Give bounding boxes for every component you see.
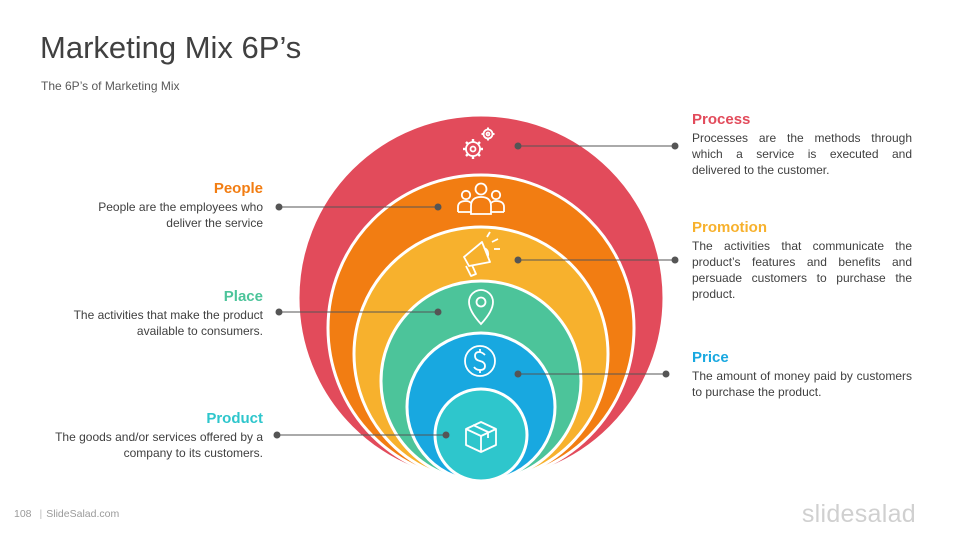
label-people: People People are the employees who deli… bbox=[33, 180, 263, 231]
label-product: Product The goods and/or services offere… bbox=[33, 410, 263, 461]
megaphone-icon bbox=[463, 231, 500, 277]
footer-separator: | bbox=[39, 508, 43, 520]
connector-promotion bbox=[514, 256, 679, 264]
box-icon bbox=[465, 421, 497, 453]
label-people-heading: People bbox=[213, 180, 263, 197]
label-people-description: People are the employees who deliver the… bbox=[98, 200, 263, 230]
label-promotion: Promotion The activities that communicat… bbox=[692, 219, 912, 302]
page-number: 108 bbox=[14, 508, 32, 520]
label-process-description: Processes are the methods through which … bbox=[692, 131, 912, 177]
connector-product bbox=[273, 431, 450, 439]
label-place: Place The activities that make the produ… bbox=[33, 288, 263, 339]
label-process-heading: Process bbox=[692, 111, 751, 128]
label-price-description: The amount of money paid by customers to… bbox=[692, 369, 912, 399]
connector-place bbox=[275, 308, 442, 316]
gears-icon bbox=[463, 127, 495, 159]
label-price-heading: Price bbox=[692, 349, 729, 366]
footer-site: SlideSalad.com bbox=[46, 508, 120, 520]
dollar-coin-icon bbox=[464, 345, 496, 377]
label-place-heading: Place bbox=[223, 288, 263, 305]
label-product-description: The goods and/or services offered by a c… bbox=[55, 430, 263, 460]
label-promotion-heading: Promotion bbox=[692, 219, 767, 236]
connector-process bbox=[514, 142, 679, 150]
page-title: Marketing Mix 6P’s bbox=[40, 30, 302, 65]
label-product-heading: Product bbox=[206, 410, 263, 427]
location-pin-icon bbox=[468, 289, 494, 326]
label-process: Process Processes are the methods throug… bbox=[692, 111, 912, 178]
page-subtitle: The 6P’s of Marketing Mix bbox=[41, 79, 180, 93]
footer-info: 108 |SlideSalad.com bbox=[14, 508, 119, 520]
brand-logo: slidesalad bbox=[801, 500, 916, 528]
label-place-description: The activities that make the product ava… bbox=[73, 308, 263, 338]
connector-people bbox=[275, 203, 442, 211]
label-price: Price The amount of money paid by custom… bbox=[692, 349, 912, 400]
label-promotion-description: The activities that communicate the prod… bbox=[692, 239, 912, 301]
connector-price bbox=[514, 370, 670, 378]
people-group-icon bbox=[457, 182, 505, 215]
